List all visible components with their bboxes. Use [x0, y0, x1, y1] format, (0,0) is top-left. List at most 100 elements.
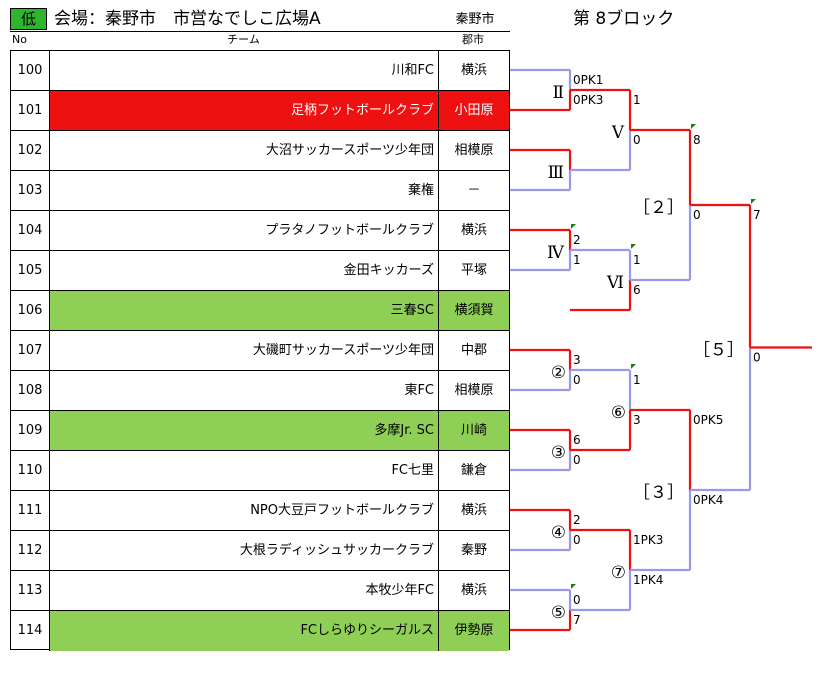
score-label: 0 — [573, 453, 581, 467]
score-label: 0PK1 — [573, 73, 603, 87]
team-number: 101 — [11, 91, 50, 130]
score-label: 3 — [573, 353, 581, 367]
venue-city: 秦野市 — [455, 12, 495, 27]
score-label: 6 — [633, 283, 641, 297]
venue-title: 会場：秦野市 市営なでしこ広場A — [54, 9, 321, 29]
team-city: 横浜 — [460, 63, 487, 78]
match-label: ③ — [551, 443, 566, 463]
score-label: 1 — [573, 253, 581, 267]
title-underline — [10, 31, 510, 32]
flag-marker — [751, 199, 756, 204]
score-label: 8 — [693, 133, 701, 147]
team-name: 足柄フットボールクラブ — [50, 91, 439, 130]
team-name: 大根ラディッシュサッカークラブ — [50, 531, 439, 570]
team-number: 114 — [11, 611, 50, 651]
score-label: 2 — [573, 233, 581, 247]
team-name: FC七里 — [50, 451, 439, 490]
team-city: 横須賀 — [439, 291, 509, 330]
match-label: ⑤ — [551, 603, 566, 623]
match-label: ② — [551, 363, 566, 383]
flag-marker — [691, 124, 696, 129]
score-label: 0 — [573, 373, 581, 387]
team-number: 105 — [11, 251, 50, 290]
team-number: 107 — [11, 331, 50, 370]
score-label: 0 — [633, 133, 641, 147]
score-label: 3 — [633, 413, 641, 427]
team-number: 110 — [11, 451, 50, 490]
team-name: 三春SC — [50, 291, 439, 330]
score-label: 7 — [573, 613, 581, 627]
match-label: Ⅱ — [552, 83, 564, 103]
score-label: 6 — [573, 433, 581, 447]
team-name: 大沼サッカースポーツ少年団 — [50, 131, 439, 170]
column-header-city: 郡市 — [462, 33, 484, 46]
team-number: 106 — [11, 291, 50, 330]
team-city: 伊勢原 — [439, 611, 509, 651]
team-number: 109 — [11, 411, 50, 450]
match-label: ④ — [551, 523, 566, 543]
team-city: 鎌倉 — [460, 463, 487, 478]
grade-badge: 低 — [10, 8, 47, 30]
score-label: 0 — [573, 533, 581, 547]
score-label: 1PK3 — [633, 533, 663, 547]
team-number: 111 — [11, 491, 50, 530]
score-label: 0 — [693, 208, 701, 222]
match-label: Ⅳ — [547, 243, 565, 263]
team-city: 相模原 — [454, 383, 494, 398]
team-number: 113 — [11, 571, 50, 610]
flag-marker — [571, 584, 576, 589]
team-name: 金田キッカーズ — [50, 251, 439, 290]
team-city: 横浜 — [460, 583, 487, 598]
flag-marker — [571, 224, 576, 229]
match-label: ［５］ — [693, 341, 744, 361]
score-label: 0PK3 — [573, 93, 603, 107]
match-label: Ⅴ — [611, 123, 625, 143]
team-city: 横浜 — [460, 503, 487, 518]
match-label: Ⅲ — [548, 163, 564, 183]
team-name: 棄権 — [50, 171, 439, 210]
team-city: 川崎 — [439, 411, 509, 450]
score-label: 7 — [753, 208, 761, 222]
team-name: プラタノフットボールクラブ — [50, 211, 439, 250]
score-label: 0PK4 — [693, 493, 723, 507]
column-header-no: No — [12, 33, 27, 46]
team-number: 102 — [11, 131, 50, 170]
score-label: 2 — [573, 513, 581, 527]
team-name: 東FC — [50, 371, 439, 410]
team-name: NPO大豆戸フットボールクラブ — [50, 491, 439, 530]
team-number: 108 — [11, 371, 50, 410]
team-city: － — [467, 183, 481, 198]
team-name: 本牧少年FC — [50, 571, 439, 610]
team-name: 大磯町サッカースポーツ少年団 — [50, 331, 439, 370]
score-label: 0 — [573, 593, 581, 607]
team-number: 104 — [11, 211, 50, 250]
score-label: 1PK4 — [633, 573, 663, 587]
match-label: ⑦ — [611, 563, 626, 583]
flag-marker — [631, 244, 636, 249]
match-label: Ⅵ — [606, 273, 624, 293]
team-city: 横浜 — [460, 223, 487, 238]
team-name: 多摩Jr. SC — [50, 411, 439, 450]
team-city: 平塚 — [460, 263, 487, 278]
block-title: 第 8ブロック — [573, 9, 675, 29]
score-label: 0PK5 — [693, 413, 723, 427]
score-label: 1 — [633, 253, 641, 267]
team-number: 100 — [11, 51, 50, 90]
score-label: 1 — [633, 93, 641, 107]
team-number: 103 — [11, 171, 50, 210]
